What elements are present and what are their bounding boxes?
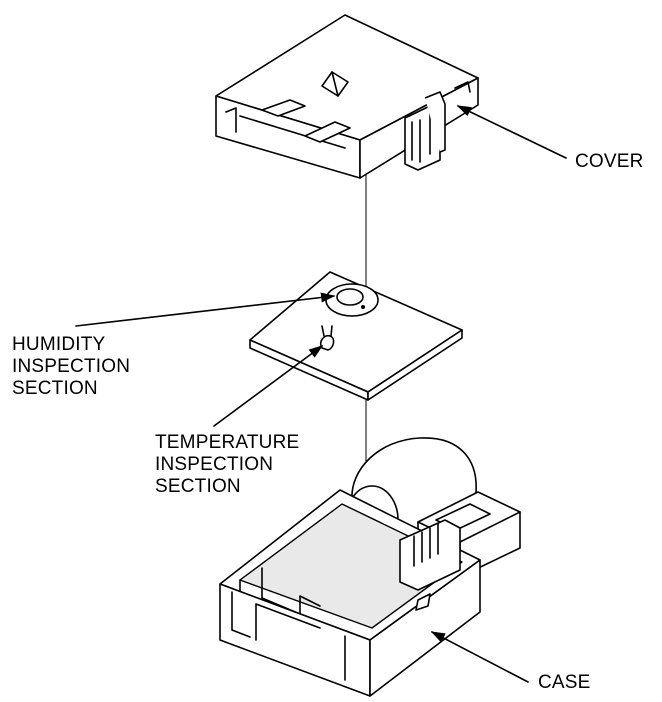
cover-part: [215, 14, 479, 179]
sensor-plate-part: [249, 271, 463, 401]
temperature-label-line2: INSPECTION: [155, 454, 274, 475]
humidity-leader-arrow: [75, 292, 336, 327]
temperature-thermistor: [319, 334, 335, 351]
case-leader-arrow: [430, 631, 529, 683]
cover-leader-arrow: [456, 105, 567, 159]
cover-label: COVER: [575, 151, 644, 172]
temperature-leader-arrow: [213, 345, 324, 427]
temperature-label: TEMPERATURE INSPECTION SECTION: [155, 432, 299, 498]
case-part: [219, 437, 521, 697]
temperature-label-line1: TEMPERATURE: [155, 432, 300, 453]
humidity-sensor-core: [336, 288, 364, 306]
temperature-label-line3: SECTION: [155, 476, 241, 497]
humidity-label-line2: INSPECTION: [12, 356, 131, 377]
case-label: CASE: [538, 672, 591, 693]
humidity-label: HUMIDITY INSPECTION SECTION: [12, 334, 130, 400]
humidity-label-line1: HUMIDITY: [12, 334, 106, 355]
humidity-label-line3: SECTION: [12, 378, 98, 399]
